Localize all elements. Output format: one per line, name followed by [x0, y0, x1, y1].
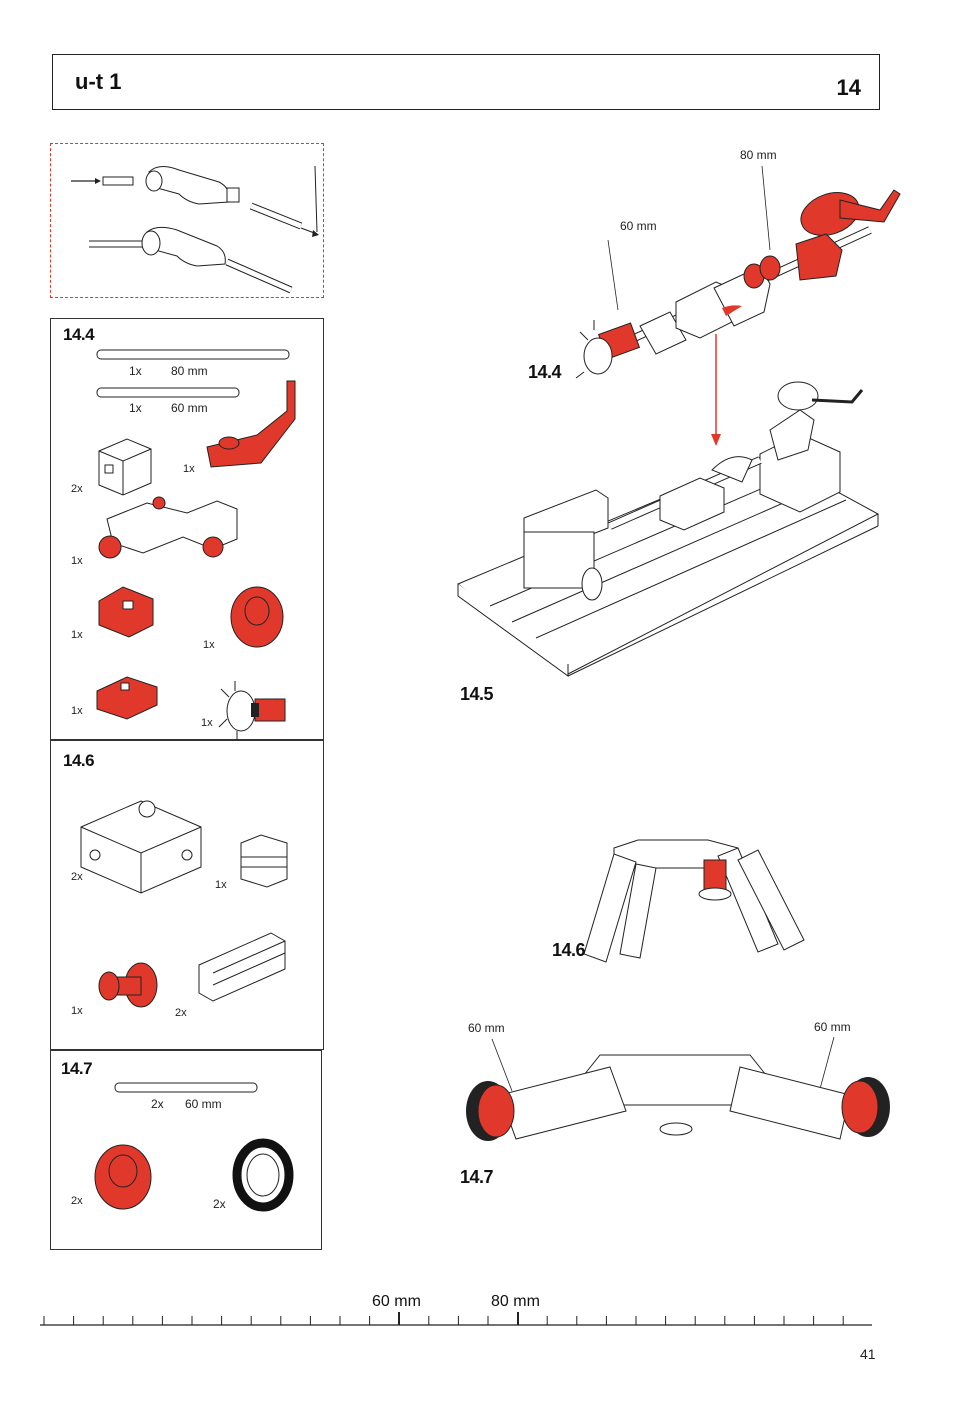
left-wheel — [466, 1081, 515, 1141]
item-desc: 60 mm — [171, 401, 208, 415]
ruler-label: 80 mm — [491, 1293, 540, 1310]
shaft-assembly — [608, 456, 762, 531]
item-qty: 2x — [71, 483, 83, 495]
callout-label: 80 mm — [740, 148, 777, 162]
figure-14-5-drawing — [457, 381, 880, 677]
assembly-hint-box — [50, 143, 324, 298]
item-qty: 1x — [203, 639, 215, 651]
item-qty: 1x — [129, 364, 142, 378]
red-crank-icon — [206, 380, 296, 468]
crank-tower — [759, 381, 864, 513]
figure-14-4-drawing — [575, 165, 901, 379]
item-qty: 2x — [213, 1197, 226, 1211]
building-block-icon — [98, 438, 152, 496]
ruler-scale — [40, 1312, 872, 1326]
red-down-arrow — [711, 334, 721, 446]
tire-icon — [232, 1138, 294, 1212]
callout-label: 60 mm — [620, 219, 657, 233]
item-qty: 2x — [175, 1007, 187, 1019]
page-header: u-t 1 14 — [52, 54, 880, 110]
item-qty: 1x — [71, 629, 83, 641]
red-spindle-icon — [98, 962, 158, 1008]
figure-14-4: 60 mm 80 mm 14.4 — [500, 140, 920, 400]
figure-14-7: 60 mm 60 mm 14.7 — [450, 1015, 900, 1195]
figure-label: 14.4 — [528, 362, 562, 382]
figure-14-7-drawing — [466, 1036, 890, 1141]
item-qty: 1x — [71, 1005, 83, 1017]
measurement-ruler: 60 mm 80 mm — [40, 1290, 880, 1330]
gear-housing — [523, 489, 609, 601]
model-code: u-t 1 — [75, 69, 122, 94]
item-qty: 1x — [215, 879, 227, 891]
red-hub-icon — [230, 586, 284, 648]
joint-block-icon — [98, 496, 238, 559]
figure-14-6-drawing — [583, 839, 805, 963]
bevel-gear-icon — [218, 681, 286, 741]
right-wheel — [841, 1077, 890, 1137]
tripod-frame — [583, 839, 805, 963]
parts-panel-14-7: 14.7 2x 60 mm 2x 2x — [50, 1050, 322, 1250]
parts-14-4-drawings — [96, 349, 296, 741]
item-qty: 2x — [71, 1195, 83, 1207]
item-qty: 1x — [129, 401, 142, 415]
red-flat-block-icon — [96, 676, 158, 720]
item-qty: 1x — [71, 555, 83, 567]
item-qty: 2x — [71, 871, 83, 883]
callout-label: 60 mm — [814, 1020, 851, 1034]
red-cap-block-icon — [98, 586, 154, 638]
item-desc: 80 mm — [171, 364, 208, 378]
axle-60mm — [96, 387, 240, 398]
item-qty: 1x — [183, 463, 195, 475]
panel-label: 14.6 — [63, 751, 95, 770]
page-number: 41 — [860, 1346, 876, 1362]
item-desc: 60 mm — [185, 1097, 222, 1111]
cross-block-icon — [80, 800, 202, 894]
figure-label: 14.6 — [552, 940, 586, 960]
panel-label: 14.4 — [63, 325, 95, 344]
figure-14-6: 14.6 — [550, 820, 820, 970]
item-qty: 2x — [151, 1097, 164, 1111]
small-block-icon — [240, 834, 288, 888]
axle-60mm — [114, 1082, 258, 1093]
item-qty: 1x — [71, 705, 83, 717]
panel-label: 14.7 — [61, 1059, 93, 1078]
ruler-label: 60 mm — [372, 1293, 421, 1310]
axle-insertion-illustration — [71, 165, 319, 294]
parts-14-6-drawings — [80, 800, 288, 1008]
callout-label: 60 mm — [468, 1021, 505, 1035]
figure-label: 14.7 — [460, 1167, 494, 1187]
parts-panel-14-6: 14.6 2x 1x 1x 2x — [50, 740, 324, 1050]
parts-panel-14-4: 14.4 — [50, 318, 324, 741]
axle-arms — [499, 1054, 851, 1140]
parts-14-7-drawings — [94, 1082, 294, 1212]
step-number: 14 — [836, 75, 861, 100]
assembly-shaft — [575, 189, 901, 379]
item-qty: 1x — [201, 717, 213, 729]
long-block-icon — [198, 932, 286, 1002]
figure-label: 14.5 — [460, 684, 494, 704]
axle-80mm — [96, 349, 290, 360]
red-hub-icon — [94, 1144, 152, 1210]
figure-14-5: 14.5 — [450, 370, 890, 710]
